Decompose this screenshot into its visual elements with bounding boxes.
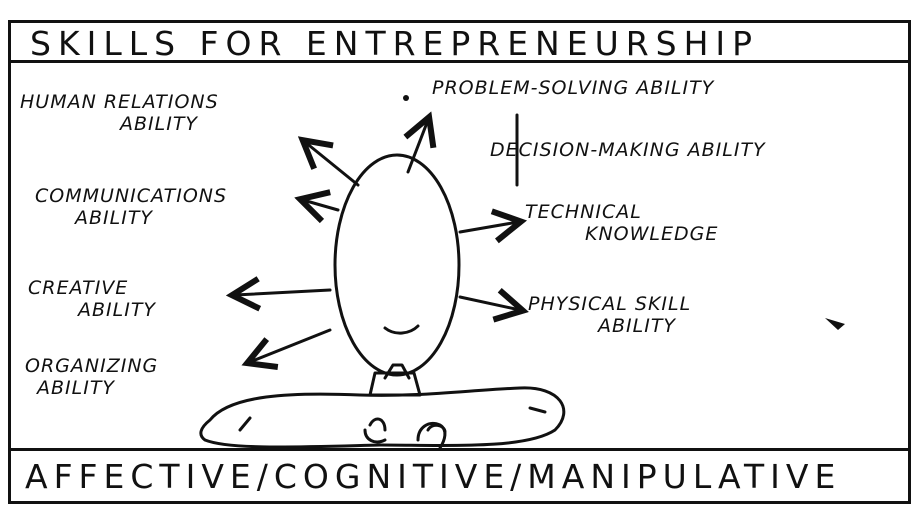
title-divider — [8, 60, 911, 63]
label-human-relations: HUMAN RELATIONS ABILITY — [20, 91, 219, 135]
arrow-problem-solving — [408, 120, 428, 174]
diagram-frame — [8, 20, 911, 504]
footer-domains: AFFECTIVE/COGNITIVE/MANIPULATIVE — [25, 457, 842, 496]
diagram-title: SKILLS FOR ENTREPRENEURSHIP — [30, 24, 760, 63]
label-physical: PHYSICAL SKILL ABILITY — [528, 293, 692, 337]
label-creative: CREATIVE ABILITY — [28, 277, 157, 321]
footer-divider — [8, 448, 911, 451]
label-problem-solving: PROBLEM-SOLVING ABILITY — [432, 77, 715, 99]
label-decision-making: DECISION-MAKING ABILITY — [490, 139, 766, 161]
arrow-organizing — [250, 328, 332, 362]
label-technical: TECHNICAL KNOWLEDGE — [525, 201, 719, 245]
arrow-physical — [458, 297, 520, 310]
arrow-technical — [458, 222, 518, 232]
label-communications: COMMUNICATIONS ABILITY — [35, 185, 228, 229]
arrow-creative — [235, 290, 332, 295]
figure-body — [199, 386, 566, 449]
arrow-communications — [303, 200, 340, 210]
label-organizing: ORGANIZING ABILITY — [25, 355, 159, 399]
figure-neck — [368, 371, 422, 397]
arrow-human-relations — [305, 142, 360, 187]
figure-head — [333, 153, 461, 377]
